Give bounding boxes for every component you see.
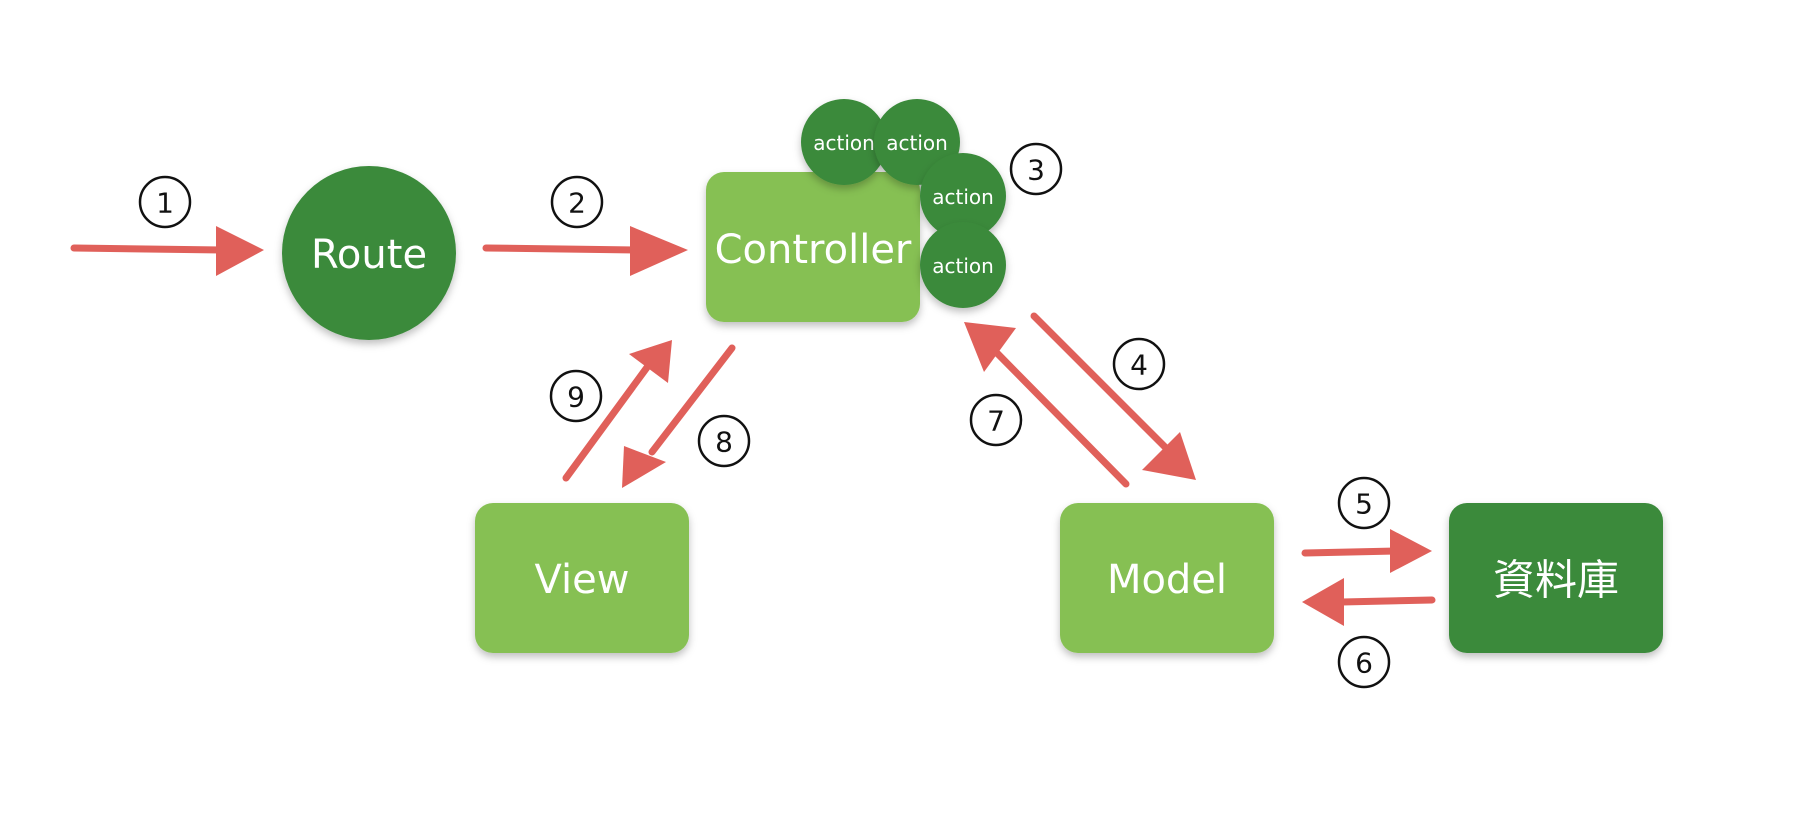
model-label: Model	[1107, 557, 1227, 603]
arrow-step-6	[1302, 578, 1436, 626]
step-marker-6: 6	[1337, 635, 1391, 689]
svg-text:5: 5	[1355, 488, 1373, 521]
view-label: View	[535, 557, 630, 603]
step-marker-3: 3	[1009, 142, 1063, 196]
svg-text:3: 3	[1027, 154, 1045, 187]
svg-text:8: 8	[715, 426, 733, 459]
svg-text:2: 2	[568, 187, 586, 220]
action-label: action	[813, 131, 875, 155]
view-node: View	[475, 503, 689, 653]
svg-text:4: 4	[1130, 349, 1148, 382]
route-circle	[282, 166, 456, 340]
step-marker-9: 9	[549, 369, 603, 423]
controller-node: Controller	[706, 172, 920, 322]
action-label: action	[886, 131, 948, 155]
model-node: Model	[1060, 503, 1274, 653]
action-label: action	[932, 185, 994, 209]
action-label: action	[932, 254, 994, 278]
step-marker-5: 5	[1337, 476, 1391, 530]
view-box	[475, 503, 689, 653]
database-label: 資料庫	[1493, 556, 1619, 605]
action-bubble	[801, 99, 887, 185]
arrow-step-9	[562, 340, 672, 482]
action-bubble	[920, 153, 1006, 239]
step-marker-2: 2	[550, 175, 604, 229]
controller-label: Controller	[715, 227, 912, 273]
step-marker-8: 8	[697, 414, 751, 468]
model-box	[1060, 503, 1274, 653]
controller-box	[706, 172, 920, 322]
step-markers: 1 2 3 4 5 6 7 8	[138, 142, 1391, 689]
arrow-step-1	[70, 226, 264, 276]
svg-text:6: 6	[1355, 647, 1373, 680]
arrow-step-7	[964, 322, 1130, 488]
database-node: 資料庫	[1449, 503, 1663, 653]
arrow-step-5	[1301, 529, 1432, 573]
arrow-step-8	[622, 344, 736, 488]
arrow-step-2	[482, 226, 688, 276]
svg-text:1: 1	[156, 187, 174, 220]
action-bubbles: action action action action	[801, 99, 1006, 308]
arrows	[70, 226, 1436, 626]
route-node: Route	[282, 166, 456, 340]
route-label: Route	[311, 232, 427, 278]
step-marker-7: 7	[969, 393, 1023, 447]
arrow-step-4	[1030, 312, 1196, 480]
action-bubble	[920, 222, 1006, 308]
svg-text:9: 9	[567, 381, 585, 414]
database-box	[1449, 503, 1663, 653]
step-marker-1: 1	[138, 175, 192, 229]
step-marker-4: 4	[1112, 337, 1166, 391]
svg-text:7: 7	[987, 405, 1005, 438]
